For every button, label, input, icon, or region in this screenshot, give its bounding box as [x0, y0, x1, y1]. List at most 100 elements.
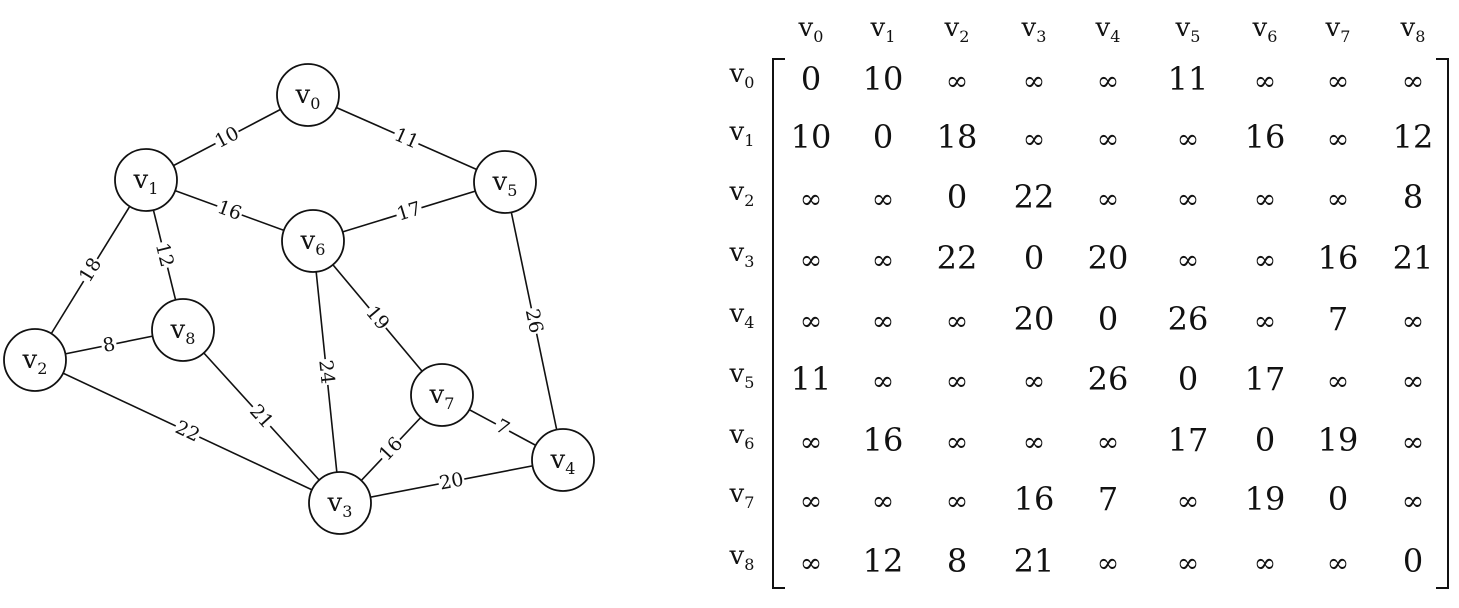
matrix-cell: 19	[1318, 421, 1359, 459]
edge-weight-group: 18	[74, 253, 106, 287]
matrix-cell: 18	[937, 118, 978, 156]
matrix-cell: ∞	[1327, 184, 1350, 215]
matrix-cell: ∞	[1254, 548, 1277, 579]
edge-weight-backdrop	[245, 399, 279, 433]
matrix-cell: 12	[1393, 118, 1434, 156]
matrix-cell: 11	[1168, 60, 1209, 98]
vertex-label-v5-subscript: 5	[507, 181, 517, 200]
matrix-cell: ∞	[1023, 66, 1046, 97]
col-header-1: v1	[870, 13, 896, 46]
matrix-cell: 0	[1098, 300, 1118, 338]
row-header-4-subscript: 4	[744, 313, 754, 332]
matrix-cell: ∞	[1402, 427, 1425, 458]
col-header-8-subscript: 8	[1415, 27, 1425, 46]
matrix-cell: 0	[801, 60, 821, 98]
matrix-cell: ∞	[1177, 184, 1200, 215]
edge-weight-group: 8	[99, 332, 119, 357]
edge-weight-label: 20	[438, 468, 466, 494]
col-header-0: v0	[798, 13, 824, 46]
vertex-v5	[473, 150, 537, 214]
col-header-1-subscript: 1	[885, 27, 895, 46]
vertex-label-v2-subscript: 2	[37, 359, 47, 378]
matrix-cell: ∞	[1327, 366, 1350, 397]
matrix-cell: ∞	[946, 486, 969, 517]
row-header-3-base: v	[729, 238, 745, 268]
vertex-label-v3-subscript: 3	[342, 502, 352, 521]
matrix-cell: ∞	[800, 548, 823, 579]
edge-weight-label: 24	[314, 359, 338, 385]
row-header-5: v5	[729, 359, 755, 392]
matrix-cell: ∞	[1254, 245, 1277, 276]
row-header-4: v4	[729, 299, 755, 332]
matrix-cell: 22	[937, 239, 978, 277]
matrix-cell: ∞	[1023, 366, 1046, 397]
edge-weight-label: 18	[75, 254, 106, 286]
edge-weight-group: 22	[171, 416, 204, 447]
matrix-cell: ∞	[1097, 548, 1120, 579]
vertex-label-v7-subscript: 7	[444, 394, 454, 413]
vertex-label-v5-base: v	[492, 167, 508, 197]
row-header-2-base: v	[729, 177, 745, 207]
col-header-3-base: v	[1021, 13, 1037, 43]
row-header-1: v1	[729, 117, 755, 150]
col-header-2: v2	[944, 13, 970, 46]
matrix-cell: ∞	[1023, 427, 1046, 458]
row-header-0: v0	[729, 59, 755, 92]
matrix-cell: 0	[1255, 421, 1275, 459]
matrix-cell: 20	[1014, 300, 1055, 338]
col-header-8-base: v	[1400, 13, 1416, 43]
edge-weight-backdrop	[361, 300, 395, 335]
matrix-cell: ∞	[1097, 427, 1120, 458]
edge-weight-backdrop	[213, 195, 246, 225]
row-header-3: v3	[729, 238, 755, 271]
matrix-cell: 8	[1403, 178, 1423, 216]
matrix-cell: 16	[1245, 118, 1286, 156]
vertex-v8	[151, 298, 215, 362]
col-header-0-subscript: 0	[813, 27, 823, 46]
edge-weight-group: 24	[314, 357, 339, 386]
row-header-6-subscript: 6	[744, 434, 754, 453]
matrix-cell: 22	[1014, 178, 1055, 216]
matrix-cell: 0	[1403, 542, 1423, 580]
edge-weight-label: 11	[391, 124, 422, 154]
matrix-cell: ∞	[1254, 66, 1277, 97]
edges-layer	[34, 94, 564, 504]
row-header-8-subscript: 8	[744, 555, 754, 574]
col-header-6-subscript: 6	[1267, 27, 1277, 46]
matrix-cell: 21	[1393, 239, 1434, 277]
matrix-cell: ∞	[1402, 306, 1425, 337]
vertex-label-v2: v2	[22, 345, 48, 378]
col-header-4-subscript: 4	[1110, 27, 1120, 46]
row-header-7-subscript: 7	[744, 493, 754, 512]
vertex-v0	[276, 63, 340, 127]
matrix-cell: ∞	[1097, 66, 1120, 97]
col-header-6-base: v	[1252, 13, 1268, 43]
col-header-5-subscript: 5	[1190, 27, 1200, 46]
row-header-4-base: v	[729, 299, 745, 329]
matrix-cell: 17	[1245, 360, 1286, 398]
vertex-v4	[531, 428, 595, 492]
vertex-v3	[308, 471, 372, 535]
vertex-label-v1-subscript: 1	[148, 179, 158, 198]
matrix-cell: ∞	[800, 427, 823, 458]
vertex-label-v6: v6	[300, 226, 326, 259]
row-header-2: v2	[729, 177, 755, 210]
vertex-label-v6-base: v	[300, 226, 316, 256]
vertex-v7	[410, 363, 474, 427]
edge-weight-group: 19	[361, 300, 395, 335]
matrix-cell: ∞	[800, 184, 823, 215]
matrix-cell: 12	[863, 542, 904, 580]
matrix-cell: ∞	[1402, 66, 1425, 97]
edge-weight-group: 10	[210, 121, 244, 153]
matrix-cell: ∞	[872, 486, 895, 517]
matrix-cell: 0	[1328, 480, 1348, 518]
vertex-label-v7: v7	[429, 380, 455, 413]
matrix-cell: ∞	[1177, 486, 1200, 517]
matrix-cell: 26	[1168, 300, 1209, 338]
row-header-7-base: v	[729, 479, 745, 509]
matrix-cell: ∞	[946, 66, 969, 97]
